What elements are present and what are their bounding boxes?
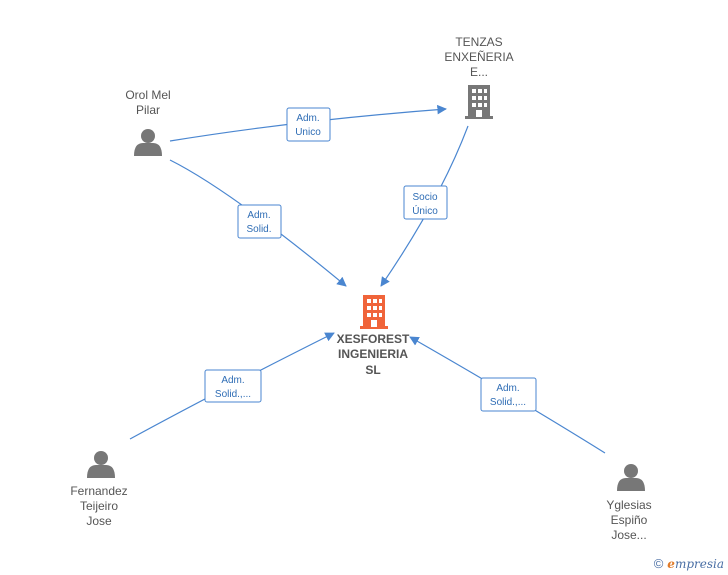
edge-label-line-1: Socio	[412, 192, 437, 203]
node-label-line-1: TENZAS	[455, 35, 502, 49]
person-icon	[617, 464, 645, 491]
node-label-line-3: Jose...	[611, 528, 646, 542]
edge-label-line-1: Adm.	[296, 113, 319, 124]
edge-tenzas-xesforest[interactable]: Socio Único	[380, 125, 469, 287]
edge-label-line-2: Solid.,...	[215, 389, 251, 400]
node-label-line-2: Teijeiro	[80, 499, 118, 513]
node-label-line-3: E...	[470, 65, 488, 79]
node-label-line-2: INGENIERIA	[338, 347, 408, 361]
edge-label-line-1: Adm.	[247, 210, 270, 221]
node-xesforest-ingenieria[interactable]: XESFOREST INGENIERIA SL	[337, 295, 410, 377]
node-yglesias-espino-jose[interactable]: Yglesias Espiño Jose...	[606, 464, 652, 542]
node-label-line-1: Fernandez	[70, 484, 127, 498]
node-label-line-1: XESFOREST	[337, 332, 410, 346]
person-icon	[134, 129, 162, 156]
edge-label-line-2: Único	[412, 204, 438, 217]
edge-label-line-1: Adm.	[496, 383, 519, 394]
edge-orol-xesforest[interactable]: Adm. Solid.	[169, 159, 347, 287]
node-orol-mel-pilar[interactable]: Orol Mel Pilar	[125, 88, 171, 156]
node-label-line-2: Pilar	[136, 103, 160, 117]
edge-orol-tenzas[interactable]: Adm. Unico	[169, 104, 447, 142]
building-icon	[360, 295, 388, 329]
edge-fernandez-xesforest[interactable]: Adm. Solid.,...	[129, 332, 335, 440]
edge-label-line-1: Adm.	[221, 375, 244, 386]
copyright-icon: ©	[653, 556, 664, 571]
empresia-logo[interactable]: empresia	[667, 556, 724, 571]
node-fernandez-teijeiro-jose[interactable]: Fernandez Teijeiro Jose	[70, 451, 128, 528]
node-label-line-2: ENXEÑERIA	[444, 50, 513, 64]
node-label-line-1: Orol Mel	[125, 88, 170, 102]
node-label-line-1: Yglesias	[606, 498, 651, 512]
node-tenzas-enxeneria[interactable]: TENZAS ENXEÑERIA E...	[444, 35, 514, 119]
building-icon	[465, 85, 493, 119]
edge-label-line-2: Solid.	[246, 224, 271, 235]
edge-yglesias-xesforest[interactable]: Adm. Solid.,...	[409, 336, 606, 454]
edge-label-line-2: Unico	[295, 127, 321, 138]
copyright-footer: © empresia	[654, 556, 724, 571]
node-label-line-2: Espiño	[611, 513, 648, 527]
edge-label-line-2: Solid.,...	[490, 397, 526, 408]
person-icon	[87, 451, 115, 478]
node-label-line-3: SL	[365, 363, 380, 377]
node-label-line-3: Jose	[86, 514, 112, 528]
